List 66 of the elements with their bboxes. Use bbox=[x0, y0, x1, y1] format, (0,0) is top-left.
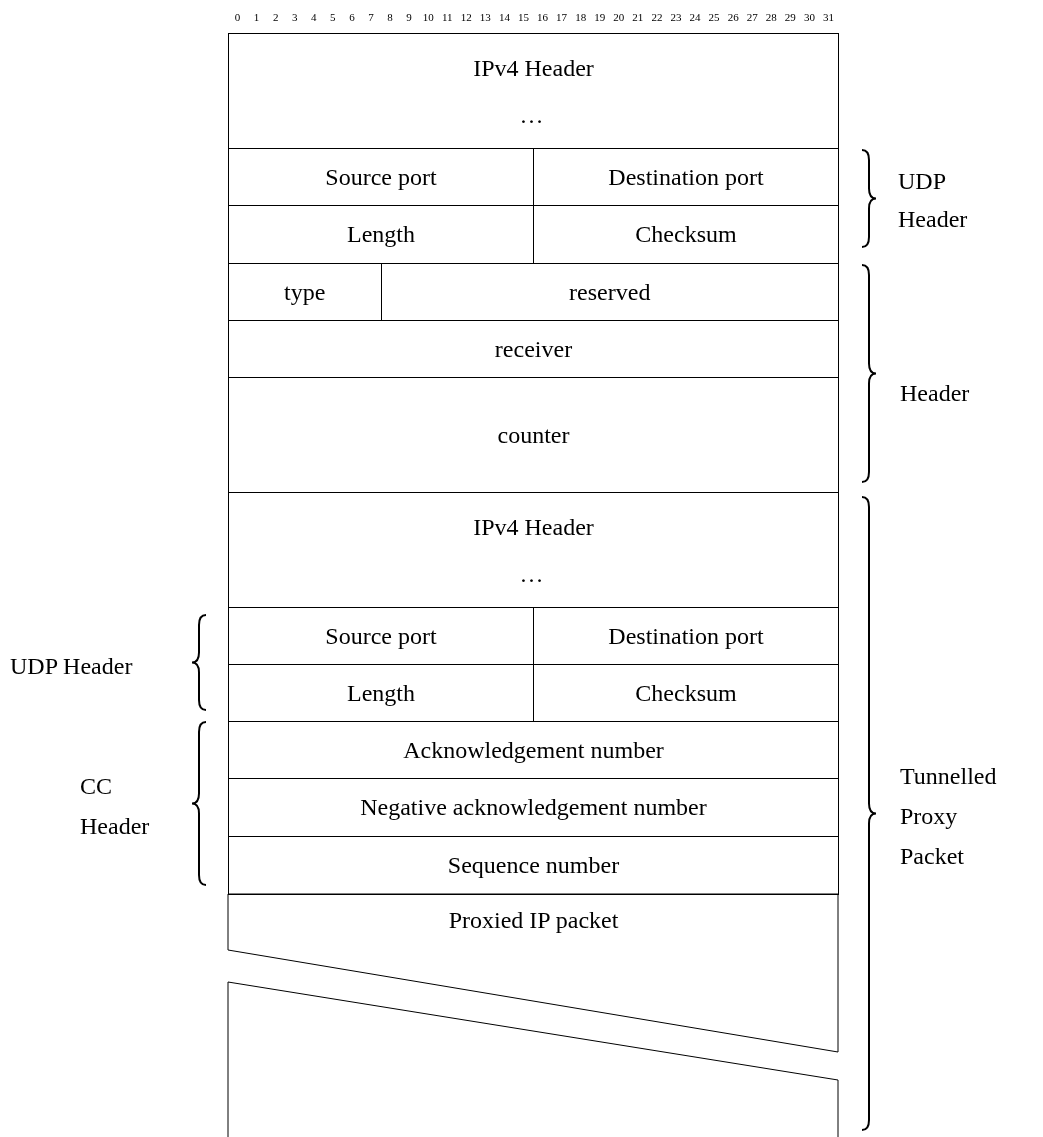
bit-number: 28 bbox=[764, 11, 778, 23]
field-label: Destination port bbox=[608, 162, 764, 192]
bit-number: 20 bbox=[612, 11, 626, 23]
field-label: type bbox=[284, 277, 326, 307]
bit-number: 6 bbox=[348, 11, 356, 23]
ellipsis: … bbox=[519, 559, 548, 589]
bit-number: 5 bbox=[329, 11, 337, 23]
bit-number: 7 bbox=[367, 11, 375, 23]
bit-number: 11 bbox=[440, 11, 454, 23]
bit-number: 2 bbox=[271, 11, 280, 23]
header-label: Header bbox=[900, 379, 971, 408]
bit-number: 18 bbox=[574, 11, 588, 23]
bit-number: 12 bbox=[459, 11, 473, 23]
bit-number: 19 bbox=[593, 11, 607, 23]
field-label: Destination port bbox=[608, 621, 764, 651]
bit-number: 31 bbox=[821, 11, 835, 23]
bit-number: 8 bbox=[386, 11, 394, 23]
bit-number: 3 bbox=[290, 11, 299, 23]
field-label: Sequence number bbox=[447, 851, 620, 880]
bit-number: 26 bbox=[726, 11, 740, 23]
header-label: CC Header bbox=[80, 772, 151, 841]
field-cell bbox=[228, 377, 839, 493]
field-label: Checksum bbox=[635, 678, 737, 708]
field-label: counter bbox=[497, 420, 570, 450]
bit-number: 0 bbox=[233, 11, 242, 23]
field-label: Negative acknowledgement number bbox=[360, 793, 707, 822]
header-label: UDP Header bbox=[10, 652, 134, 681]
bit-number: 15 bbox=[516, 11, 530, 23]
field-cell bbox=[228, 721, 839, 779]
bit-number: 13 bbox=[478, 11, 492, 23]
field-label: IPv4 Header bbox=[473, 54, 594, 83]
field-cell bbox=[228, 320, 839, 378]
bit-number: 24 bbox=[688, 11, 702, 23]
bit-number: 14 bbox=[497, 11, 511, 23]
bit-number: 16 bbox=[536, 11, 550, 23]
bit-number: 9 bbox=[405, 11, 413, 23]
bit-number: 29 bbox=[783, 11, 797, 23]
field-cell bbox=[228, 894, 839, 1053]
bit-number: 30 bbox=[802, 11, 816, 23]
bit-number: 23 bbox=[669, 11, 683, 23]
field-label: Source port bbox=[325, 621, 437, 651]
field-label: Length bbox=[347, 220, 415, 249]
bit-number: 17 bbox=[555, 11, 569, 23]
ellipsis: … bbox=[519, 100, 548, 130]
header-label: UDP Header bbox=[898, 167, 969, 234]
field-label: reserved bbox=[569, 277, 651, 307]
bit-number: 10 bbox=[421, 11, 435, 23]
bit-number: 25 bbox=[707, 11, 721, 23]
field-cell bbox=[228, 492, 839, 608]
field-label: Length bbox=[347, 678, 415, 708]
field-box bbox=[228, 982, 839, 1137]
field-label: Checksum bbox=[635, 220, 737, 249]
bit-number: 4 bbox=[310, 11, 318, 23]
field-label: Acknowledgement number bbox=[403, 735, 664, 765]
bit-number: 27 bbox=[745, 11, 759, 23]
field-label: Proxied IP packet bbox=[448, 906, 619, 935]
header-label: Tunnelled Proxy Packet bbox=[900, 762, 998, 871]
bit-number: 22 bbox=[650, 11, 664, 23]
bit-number: 21 bbox=[631, 11, 645, 23]
field-cell bbox=[228, 836, 839, 895]
bit-number: 1 bbox=[252, 11, 261, 23]
field-label: receiver bbox=[494, 334, 573, 364]
field-label: IPv4 Header bbox=[473, 513, 594, 542]
field-cell bbox=[228, 778, 839, 837]
field-label: Source port bbox=[325, 162, 437, 192]
field-cell bbox=[228, 33, 839, 149]
